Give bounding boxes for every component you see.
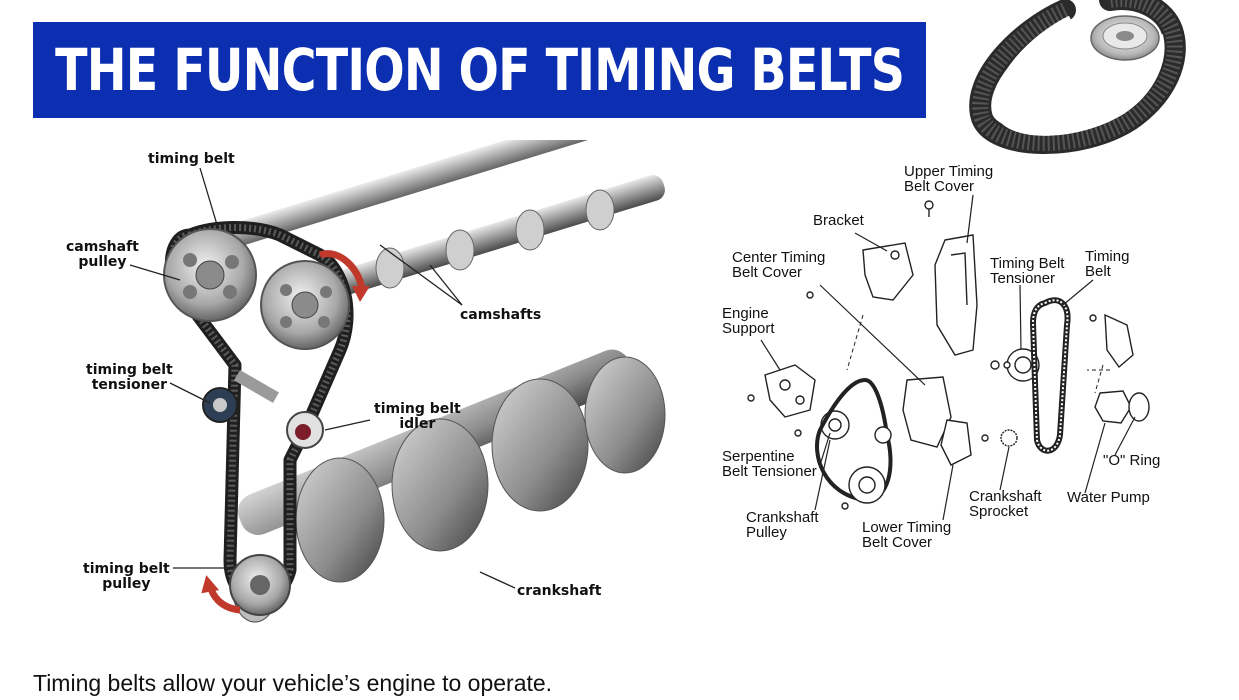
label-o-ring: "O" Ring <box>1103 452 1161 469</box>
label-timing-belt-idler: timing belt idler <box>374 401 461 432</box>
exploded-parts-diagram <box>747 194 1150 521</box>
page-title: THE FUNCTION OF TIMING BELTS <box>55 36 905 104</box>
label-timing-belt-right: Timing Belt <box>1085 248 1130 280</box>
camshaft-rear <box>218 140 661 249</box>
timing-belt-part <box>1029 297 1071 454</box>
label-center-timing-belt-cover: Center Timing Belt Cover <box>732 249 826 281</box>
label-water-pump: Water Pump <box>1067 489 1150 506</box>
rotation-arrow-top <box>318 250 366 291</box>
label-camshaft-pulley: camshaft pulley <box>66 239 139 270</box>
label-upper-timing-belt-cover: Upper Timing Belt Cover <box>904 163 994 195</box>
crankshaft-sprocket-part <box>1000 429 1018 447</box>
crankshaft-part <box>232 349 666 623</box>
title-banner: THE FUNCTION OF TIMING BELTS <box>33 22 926 118</box>
camshaft-pulley-right <box>260 260 350 350</box>
label-bracket: Bracket <box>813 212 864 229</box>
right-leader-lines <box>760 194 1136 521</box>
lower-cover-part <box>940 419 972 466</box>
label-crankshaft-pulley: Crankshaft Pulley <box>746 509 819 541</box>
label-serpentine-belt-tensioner: Serpentine Belt Tensioner <box>722 448 817 480</box>
idler-wheel <box>286 411 324 449</box>
water-pump-part <box>1094 390 1132 424</box>
center-cover-part <box>902 376 952 448</box>
engine-support-part <box>764 364 816 418</box>
label-timing-belt-tensioner: timing belt tensioner <box>86 362 173 393</box>
tensioner-wheel <box>202 370 279 423</box>
label-timing-belt-pulley: timing belt pulley <box>83 561 170 592</box>
bracket-part <box>862 242 914 301</box>
label-lower-timing-belt-cover: Lower Timing Belt Cover <box>862 519 952 551</box>
upper-cover-part <box>934 234 978 356</box>
engine-timing-diagram <box>129 140 666 623</box>
crank-pulley <box>229 554 291 616</box>
label-crankshaft: crankshaft <box>517 583 602 599</box>
timing-belt-photo <box>969 0 1186 154</box>
leader-lines <box>129 167 516 589</box>
label-timing-belt-tensioner-right: Timing Belt Tensioner <box>990 255 1065 287</box>
caption-text: Timing belts allow your vehicle’s engine… <box>33 670 553 696</box>
label-crankshaft-sprocket: Crankshaft Sprocket <box>969 488 1042 520</box>
label-camshafts: camshafts <box>460 307 542 323</box>
label-engine-support: Engine Support <box>722 305 775 337</box>
label-timing-belt: timing belt <box>148 151 235 167</box>
camshaft-pulley-left <box>163 228 257 322</box>
